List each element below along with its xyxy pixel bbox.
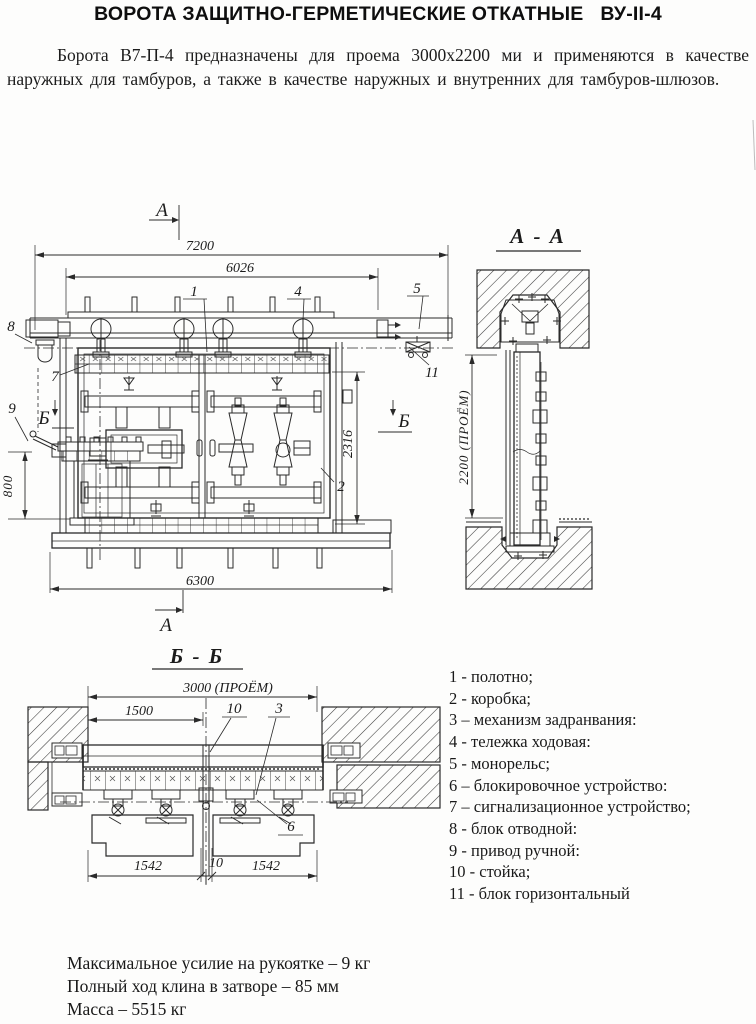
section-bb-title: Б - Б [169,644,224,668]
callout-8-block: 8 [7,319,15,335]
dim-rail-span: 6026 [226,261,254,276]
gate-hanger-bolts [84,296,321,313]
section-markers: А А Б Б [37,200,412,636]
callout-2-frame: 2 [337,479,345,495]
parts-list-item: 1 - полотно; [449,667,533,686]
wedge-roller [151,789,181,825]
callout-7-signal: 7 [51,369,60,385]
dim-left-leaf: 1542 [134,859,162,874]
wedge-roller [273,789,303,825]
section-marker-a-bottom: А [158,615,172,636]
dim-leaf-height: 2316 [341,430,356,458]
gate-frame [59,338,353,533]
horizontal-block [405,336,431,358]
intro-paragraph: Борота В7-П-4 предназначены для проема 3… [7,45,749,89]
parts-list-item: 3 – механизм задранвания: [449,710,637,730]
section-aa-title: А - А [508,224,566,248]
floor-lines [466,521,592,528]
wall-sill [465,526,593,590]
parts-list-item: 6 – блокировочное устройство: [449,775,668,795]
trolley [173,318,195,358]
dim-drive-height: 800 [0,475,15,498]
parts-list-item: 9 - привод ручной: [449,840,580,860]
dim-total-width: 7200 [186,239,214,254]
wedge-rollers [103,789,303,825]
monorail-beam [29,311,453,341]
dogging-mechanisms [218,397,311,486]
callout-10-post: 10 [227,701,243,717]
callout-11-horizontal-block: 11 [425,365,439,381]
page-title: ВОРОТА ЗАЩИТНО-ГЕРМЕТИЧЕСКИЕ ОТКАТНЫЕ ВУ… [94,3,662,25]
leaf-bottom-shoe [500,532,560,553]
hand-drive [29,430,144,526]
section-bb: Б - Б 3000 (ПРОЁМ) 1500 1542 10 1542 [27,644,441,888]
wedge-cross-beams [80,390,322,504]
scan-artifact [752,119,756,171]
dim-opening-height: 2200 (ПРОЁМ) [456,389,471,484]
parts-list-item: 8 - блок отводной: [449,818,578,838]
dim-1500: 1500 [125,704,153,719]
parts-list-item: 10 - стойка; [449,862,531,882]
anchor-marks-bottom [514,551,547,560]
dim-base-width: 6300 [186,574,214,589]
dim-right-leaf: 1542 [252,859,280,874]
front-view: 7200 6026 6300 2316 800 А А [0,200,455,636]
callout-4-trolley: 4 [294,284,302,300]
parts-list-item: 7 – сигнализационное устройство; [449,797,691,817]
walls-plan [27,706,441,811]
wall-lintel [476,269,590,349]
section-aa: А - А [456,224,593,590]
spec-line: Полный ход клина в затворе – 85 мм [67,976,339,997]
section-aa-dimension: 2200 (ПРОЁМ) [456,354,503,519]
section-bb-callouts: 10 3 6 [209,701,303,836]
clamp-valves [123,376,283,517]
parts-list-item: 4 - тележка ходовая: [449,732,591,752]
dim-opening-width: 3000 (ПРОЁМ) [182,679,273,696]
deflecting-block [25,319,71,432]
leaf-cross-section [505,343,548,546]
base-sill [51,519,392,569]
parts-list-item: 11 - блок горизонтальный [449,884,630,904]
spec-line: Максимальное усилие на рукоятке – 9 кг [67,953,371,973]
front-view-dimensions: 7200 6026 6300 2316 800 [0,239,449,593]
callout-3-mechanism: 3 [274,701,283,717]
section-marker-a-top: А [154,200,168,221]
section-marker-b-right: Б [397,411,409,432]
gate-leaf [74,347,331,534]
wedge-roller [103,789,133,825]
dim-gap: 10 [209,856,223,871]
parts-list: 1 - полотно; 2 - коробка; 3 – механизм з… [449,666,691,905]
callout-5-monorail: 5 [413,281,421,297]
gearbox-drive [88,406,185,488]
monorail-cross-section [500,299,560,343]
callout-1-leaf: 1 [190,284,198,300]
callout-9-hand-drive: 9 [8,401,16,417]
guide-plates [91,814,315,857]
front-view-callouts: 1 4 5 8 7 9 11 2 [7,281,439,495]
callout-6-lock: 6 [287,819,295,835]
anchor-marks [501,293,561,345]
specifications: Максимальное усилие на рукоятке – 9 кг П… [67,952,370,1022]
parts-list-item: 5 - монорельс; [449,753,551,773]
parts-list-item: 2 - коробка; [449,688,531,708]
wedge-roller [225,789,255,825]
section-marker-b-left: Б [37,408,49,429]
spec-line: Масса – 5515 кг [67,999,187,1020]
